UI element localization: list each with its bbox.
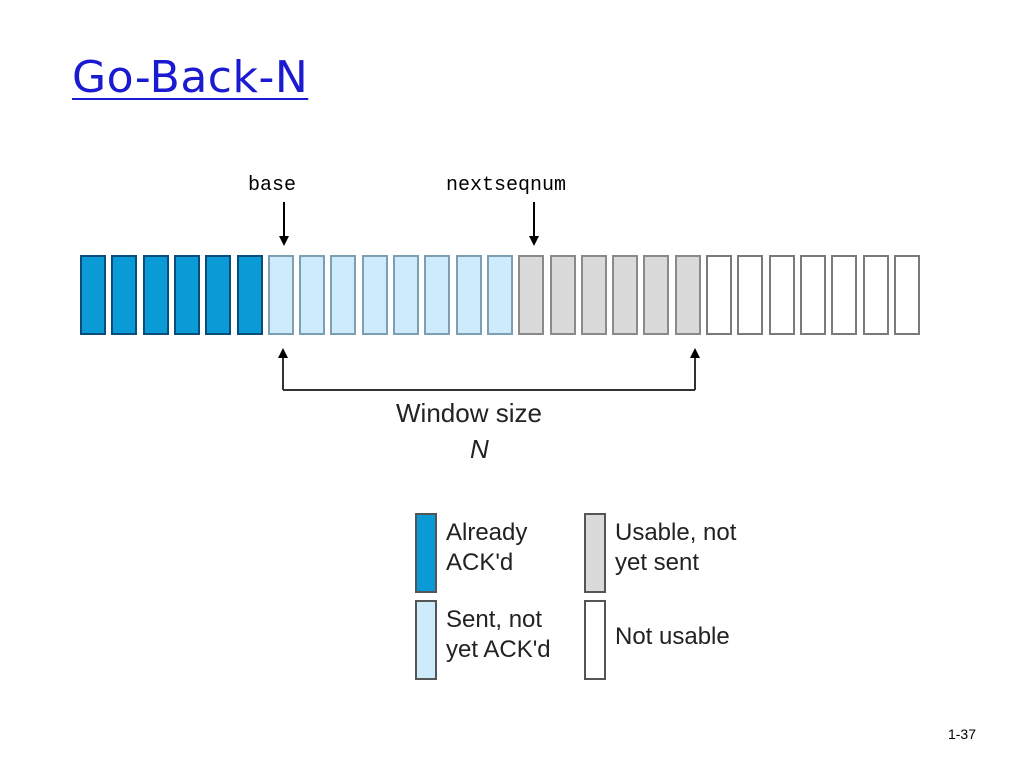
- sequence-cell-unusable: [831, 255, 857, 335]
- sequence-cell-unusable: [769, 255, 795, 335]
- sequence-cell-usable: [550, 255, 576, 335]
- sequence-cell-sent: [268, 255, 294, 335]
- sequence-cell-acked: [80, 255, 106, 335]
- legend-acked-label: Already ACK'd: [446, 519, 528, 576]
- legend-usable-swatch: [584, 513, 606, 593]
- window-size-label: Window size: [396, 398, 542, 428]
- sequence-cell-acked: [205, 255, 231, 335]
- sequence-cell-unusable: [863, 255, 889, 335]
- sequence-number-space: [80, 255, 926, 337]
- sequence-cell-unusable: [706, 255, 732, 335]
- sequence-cell-sent: [362, 255, 388, 335]
- sequence-cell-sent: [456, 255, 482, 335]
- window-size-n: N: [470, 434, 489, 464]
- legend-unusable-label: Not usable: [615, 623, 730, 650]
- legend-usable-label: Usable, not yet sent: [615, 519, 737, 576]
- sequence-cell-sent: [330, 255, 356, 335]
- legend-unusable-swatch: [584, 600, 606, 680]
- window-size-bracket: [278, 348, 700, 391]
- sequence-cell-acked: [174, 255, 200, 335]
- base-label: base: [248, 174, 297, 197]
- base-pointer-arrow: [279, 202, 289, 246]
- slide-number: 1-37: [947, 726, 976, 742]
- sequence-cell-sent: [299, 255, 325, 335]
- sequence-cell-unusable: [894, 255, 920, 335]
- sequence-cell-usable: [643, 255, 669, 335]
- nextseqnum-label: nextseqnum: [446, 174, 567, 197]
- sequence-cell-usable: [612, 255, 638, 335]
- sequence-cell-unusable: [737, 255, 763, 335]
- sequence-cell-usable: [518, 255, 544, 335]
- slide-title: Go-Back-N: [72, 52, 309, 103]
- sequence-cell-acked: [111, 255, 137, 335]
- sequence-cell-usable: [581, 255, 607, 335]
- sequence-cell-acked: [237, 255, 263, 335]
- sequence-cell-acked: [143, 255, 169, 335]
- nextseqnum-pointer-arrow: [529, 202, 539, 246]
- legend-acked-swatch: [415, 513, 437, 593]
- sequence-cell-sent: [393, 255, 419, 335]
- sequence-cell-sent: [487, 255, 513, 335]
- sequence-cell-unusable: [800, 255, 826, 335]
- legend-sent-swatch: [415, 600, 437, 680]
- sequence-cell-sent: [424, 255, 450, 335]
- sequence-cell-usable: [675, 255, 701, 335]
- legend-sent-label: Sent, not yet ACK'd: [446, 606, 551, 663]
